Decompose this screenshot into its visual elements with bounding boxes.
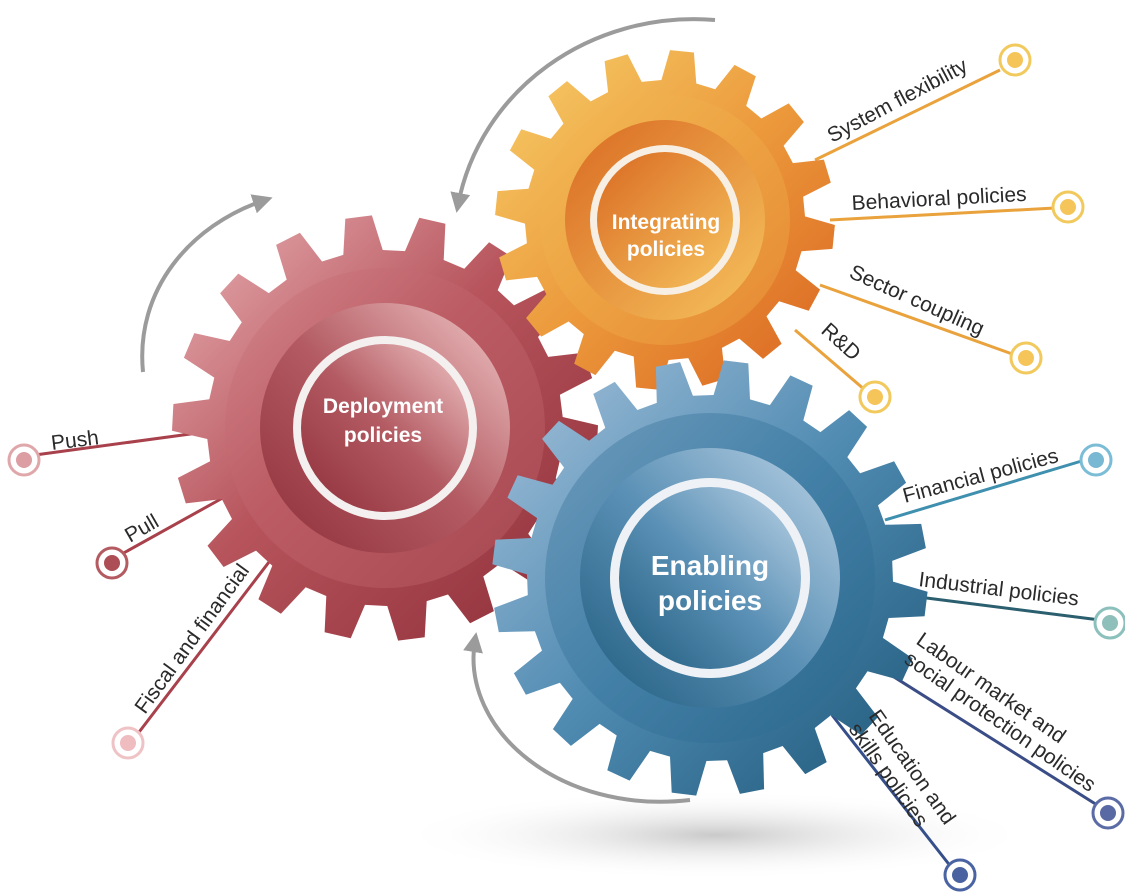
connector-system-flexibility xyxy=(814,68,1001,162)
label-rnd: R&D xyxy=(817,319,865,366)
label-system-flexibility: System flexibility xyxy=(824,54,972,147)
connector-pull xyxy=(119,493,229,557)
dot-rnd xyxy=(858,380,892,414)
rotation-arrow-deployment xyxy=(140,194,273,373)
connector-behavioral-policies xyxy=(829,206,1056,222)
enabling-title-line1: Enabling xyxy=(651,550,769,581)
label-push: Push xyxy=(50,426,100,455)
gear-deployment xyxy=(172,215,598,641)
dot-sector-coupling xyxy=(1009,341,1043,375)
dot-behavioral-policies xyxy=(1051,190,1085,224)
label-fiscal-financial: Fiscal and financial xyxy=(130,560,254,718)
connector-education xyxy=(830,714,957,873)
label-industrial-policies: Industrial policies xyxy=(917,568,1080,610)
deployment-title-line1: Deployment xyxy=(323,395,443,418)
enabling-title-line2: policies xyxy=(658,585,762,616)
connector-sector-coupling xyxy=(819,283,1016,357)
floor-shadow xyxy=(395,790,1035,880)
dot-system-flexibility xyxy=(998,43,1032,77)
rotation-arrow-enabling xyxy=(463,632,691,804)
dot-industrial-policies xyxy=(1093,606,1125,640)
gear-integrating xyxy=(495,50,835,390)
gear-enabling xyxy=(492,360,928,796)
dot-education xyxy=(943,858,977,892)
connector-lines xyxy=(34,68,1106,873)
integrating-title-line2: policies xyxy=(627,238,705,261)
dot-pull xyxy=(95,546,129,580)
connector-labour xyxy=(874,663,1106,812)
label-pull: Pull xyxy=(121,510,163,547)
connector-financial-policies xyxy=(884,458,1086,522)
connector-rnd xyxy=(794,328,866,392)
integrating-title-line1: Integrating xyxy=(612,211,721,234)
deployment-title-line2: policies xyxy=(344,424,422,447)
rotation-arrow-integrating xyxy=(450,17,716,213)
dot-fiscal xyxy=(111,726,145,760)
connector-push xyxy=(34,430,206,457)
connector-industrial-policies xyxy=(894,592,1101,622)
end-dots xyxy=(7,43,1125,892)
dot-financial-policies xyxy=(1079,443,1113,477)
dot-push xyxy=(7,443,41,477)
connector-fiscal xyxy=(131,544,284,741)
dot-labour xyxy=(1091,796,1125,830)
